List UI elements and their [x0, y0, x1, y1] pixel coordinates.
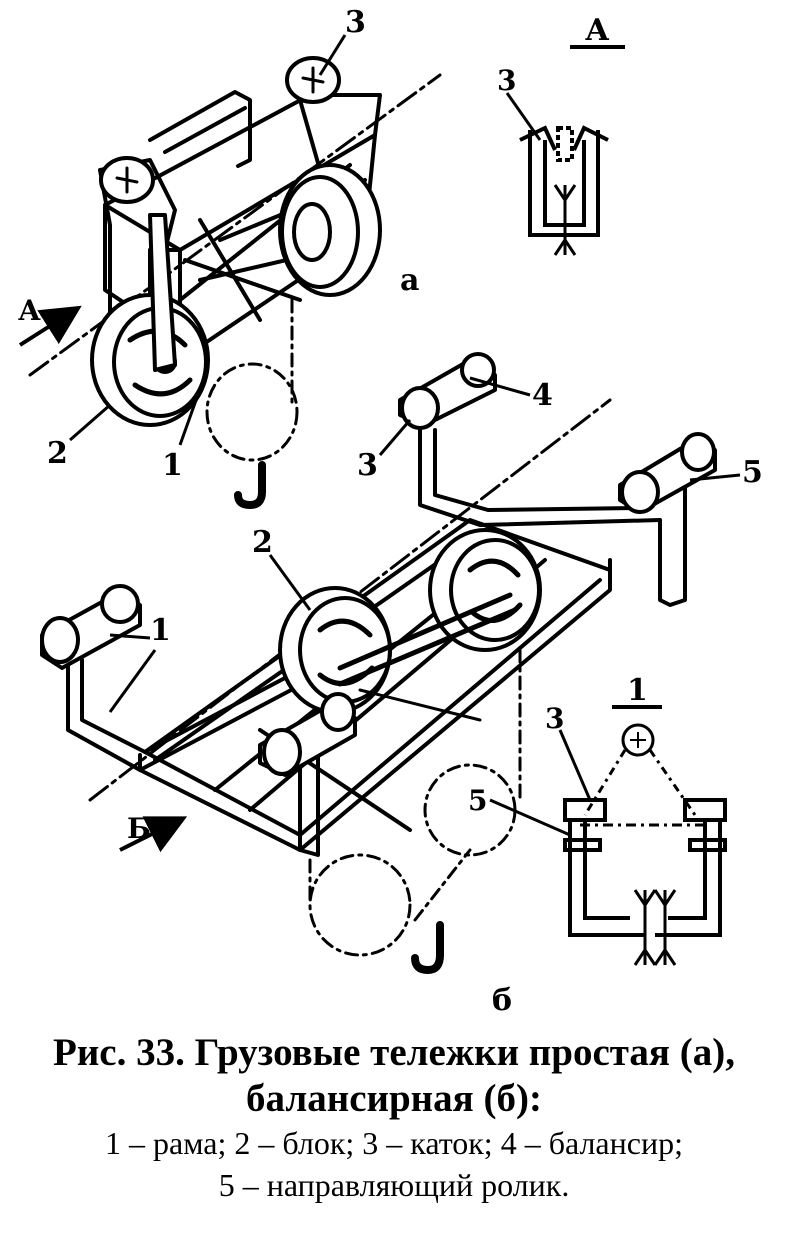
- caption-legend-line-2: 5 – направляющий ролик.: [218, 1167, 570, 1203]
- callout-a-3: 3: [345, 5, 366, 40]
- view-a-label: А: [18, 294, 41, 327]
- callout-b-4: 4: [532, 378, 553, 413]
- caption-legend-line-1: 1 – рама; 2 – блок; 3 – каток; 4 – балан…: [105, 1125, 683, 1161]
- section-a-detail: [505, 92, 609, 256]
- callout-a-2: 2: [47, 436, 68, 471]
- callout-b-3: 3: [357, 448, 378, 483]
- balancer-trolley-drawing: [40, 352, 717, 974]
- section-1-callout-3: 3: [545, 702, 564, 735]
- callout-b-2: 2: [252, 525, 273, 560]
- callout-a-1: 1: [162, 448, 183, 483]
- view-b-arrow: Б: [119, 812, 188, 853]
- view-a-arrow: А: [18, 294, 82, 347]
- caption-title-line-1: Рис. 33. Грузовые тележки простая (а),: [53, 1031, 735, 1074]
- callout-b-5: 5: [742, 455, 763, 490]
- figure-caption-title: Рис. 33. Грузовые тележки простая (а), б…: [0, 1030, 788, 1122]
- simple-trolley-drawing: [28, 56, 442, 509]
- figure-caption-legend: 1 – рама; 2 – блок; 3 – каток; 4 – балан…: [0, 1122, 788, 1206]
- section-a-title: А: [585, 13, 610, 48]
- section-1-title: 1: [627, 673, 648, 708]
- section-a-callout-3: 3: [497, 64, 516, 97]
- caption-title-line-2: балансирная (б):: [246, 1077, 542, 1120]
- view-b-label: Б: [127, 812, 151, 845]
- subfig-b-label: б: [492, 983, 512, 1018]
- subfig-a-label: а: [400, 263, 419, 298]
- section-1-callout-5: 5: [468, 784, 487, 817]
- callout-b-1: 1: [150, 613, 171, 648]
- section-1-detail: [489, 723, 727, 966]
